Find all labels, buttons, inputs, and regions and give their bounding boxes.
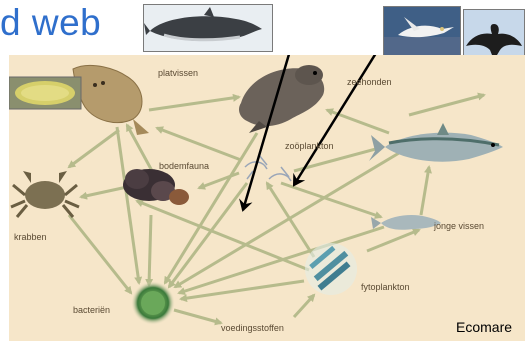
food-web-arrows bbox=[69, 95, 484, 323]
bodemfauna-organism bbox=[123, 169, 189, 205]
slide-title: d web bbox=[0, 2, 101, 44]
label-platvissen: platvissen bbox=[158, 68, 198, 78]
source-credit: Ecomare bbox=[456, 319, 512, 335]
arrow-zooplankton-platvissen bbox=[157, 128, 241, 160]
arrow-jongevissen-vis bbox=[421, 167, 429, 215]
label-voedingsstoffen: voedingsstoffen bbox=[221, 323, 284, 333]
arrow-krabben-bacterien bbox=[69, 215, 131, 293]
krabben-organism bbox=[11, 171, 79, 217]
arrow-vis-vogels bbox=[409, 95, 484, 115]
label-krabben: krabben bbox=[14, 232, 47, 242]
arrow-platvissen-krabben bbox=[69, 130, 119, 167]
label-zooplankton: zoöplankton bbox=[285, 141, 334, 151]
porpoise-image bbox=[143, 4, 273, 52]
tong-fish-image bbox=[9, 77, 81, 109]
food-web-diagram bbox=[9, 55, 525, 341]
label-zeehonden: zeehonden bbox=[347, 77, 392, 87]
bacterien-organism bbox=[131, 281, 175, 325]
arrow-vis-zeehonden bbox=[327, 110, 389, 133]
arrow-zooplankton-bodemfauna bbox=[199, 173, 239, 188]
arrow-bacterien-voedingsstoffen bbox=[174, 310, 221, 323]
arrow-platvissen-zeehonden bbox=[149, 97, 239, 110]
arrow-fytoplankton-bacterien bbox=[181, 281, 304, 299]
arrow-platvissen-bacterien bbox=[117, 127, 139, 283]
arrow-vis-bacterien bbox=[175, 153, 399, 287]
arrow-fytoplankton-jongevissen bbox=[367, 230, 419, 251]
arrow-voedingsstoffen-fytoplankton bbox=[294, 295, 314, 317]
fytoplankton-organism bbox=[305, 243, 357, 295]
arrow-bodemfauna-krabben bbox=[81, 187, 127, 197]
vis-organism bbox=[369, 123, 503, 162]
platvissen-organism bbox=[73, 65, 149, 135]
arrow-fytoplankton-zooplankton bbox=[267, 183, 314, 257]
label-fytoplankton: fytoplankton bbox=[361, 282, 410, 292]
gannet-image bbox=[383, 6, 461, 60]
arrow-bodemfauna-bacterien bbox=[149, 215, 151, 285]
label-jonge-vissen: jonge vissen bbox=[434, 221, 484, 231]
label-bacterien: bacteriën bbox=[73, 305, 110, 315]
label-bodemfauna: bodemfauna bbox=[159, 161, 209, 171]
food-web-panel: platvissen zeehonden zoöplankton bodemfa… bbox=[9, 55, 525, 341]
arrow-zooplankton-jongevissen bbox=[281, 183, 381, 217]
